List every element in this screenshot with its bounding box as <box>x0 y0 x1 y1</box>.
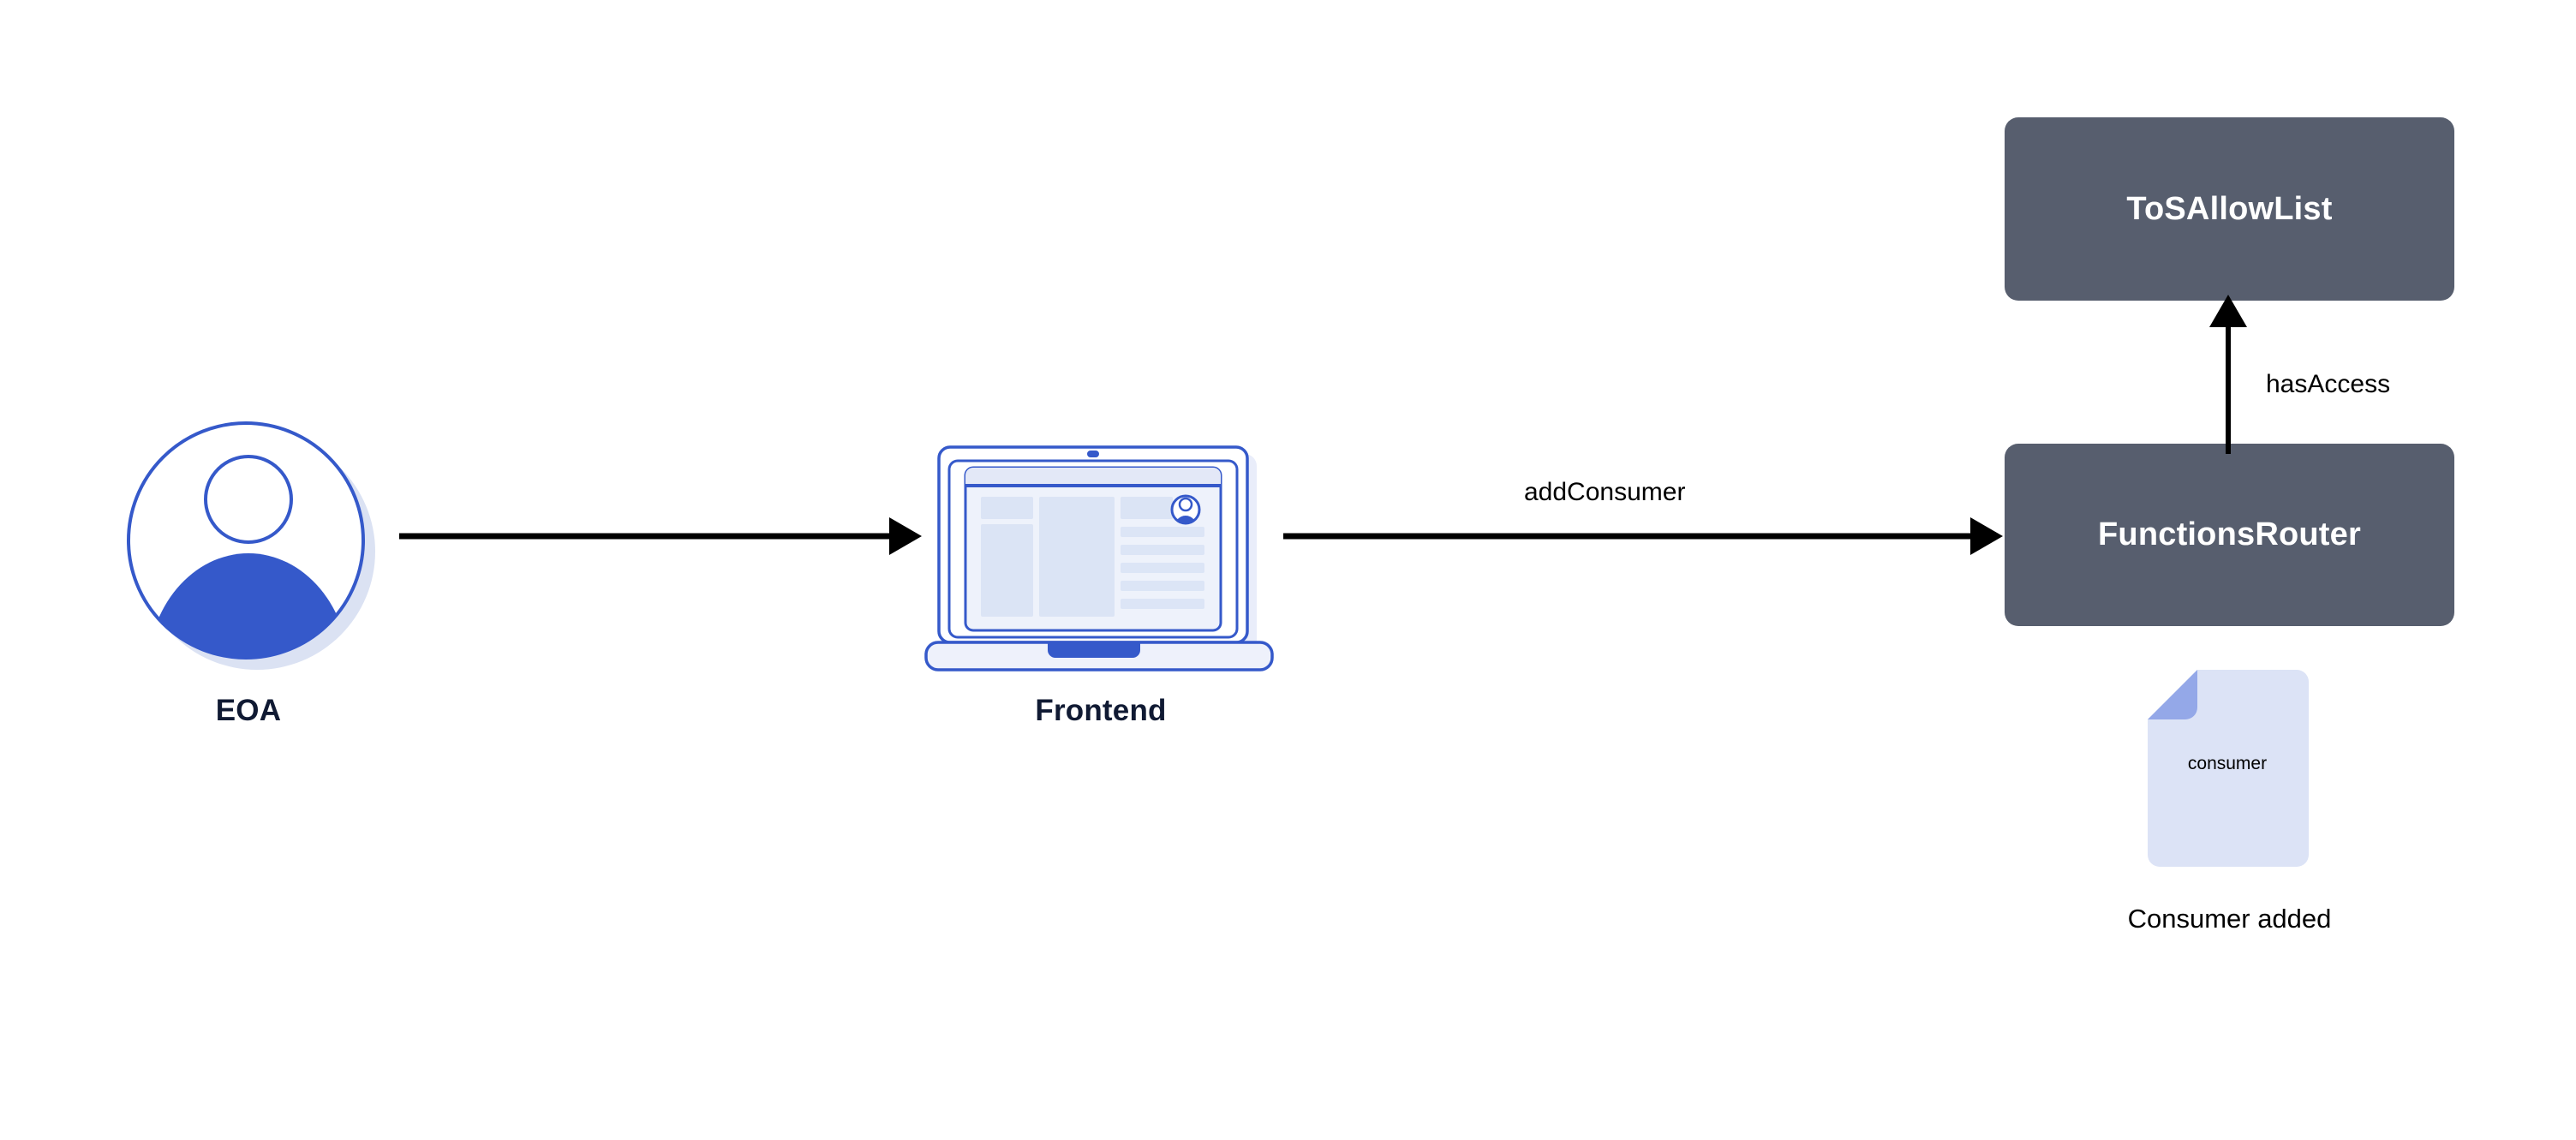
arrow-functions-router-to-tos-allowlist <box>2209 295 2247 454</box>
caption-consumer-added: Consumer added <box>2127 904 2332 934</box>
arrow-frontend-to-functions-router <box>1283 517 2003 555</box>
user-avatar-icon <box>127 421 375 670</box>
node-label-functions-router: FunctionsRouter <box>2098 516 2361 552</box>
edge-label-add-consumer: addConsumer <box>1524 478 1686 506</box>
node-tos-allowlist[interactable]: ToSAllowList <box>2005 117 2454 301</box>
node-frontend[interactable]: Frontend <box>904 411 1298 754</box>
node-consumer-document[interactable]: consumer <box>2146 668 2313 874</box>
edge-label-has-access: hasAccess <box>2266 370 2391 398</box>
node-label-tos-allowlist: ToSAllowList <box>2126 190 2333 227</box>
node-functions-router[interactable]: FunctionsRouter <box>2005 444 2454 626</box>
node-label-eoa: EOA <box>215 694 282 727</box>
document-icon <box>2148 670 2309 867</box>
node-eoa[interactable]: EOA <box>111 411 386 754</box>
screen-avatar-icon <box>1170 494 1201 525</box>
node-label-frontend: Frontend <box>1035 694 1167 727</box>
arrow-eoa-to-frontend <box>399 517 922 555</box>
laptop-icon <box>924 445 1274 671</box>
document-label-consumer: consumer <box>2187 754 2268 773</box>
